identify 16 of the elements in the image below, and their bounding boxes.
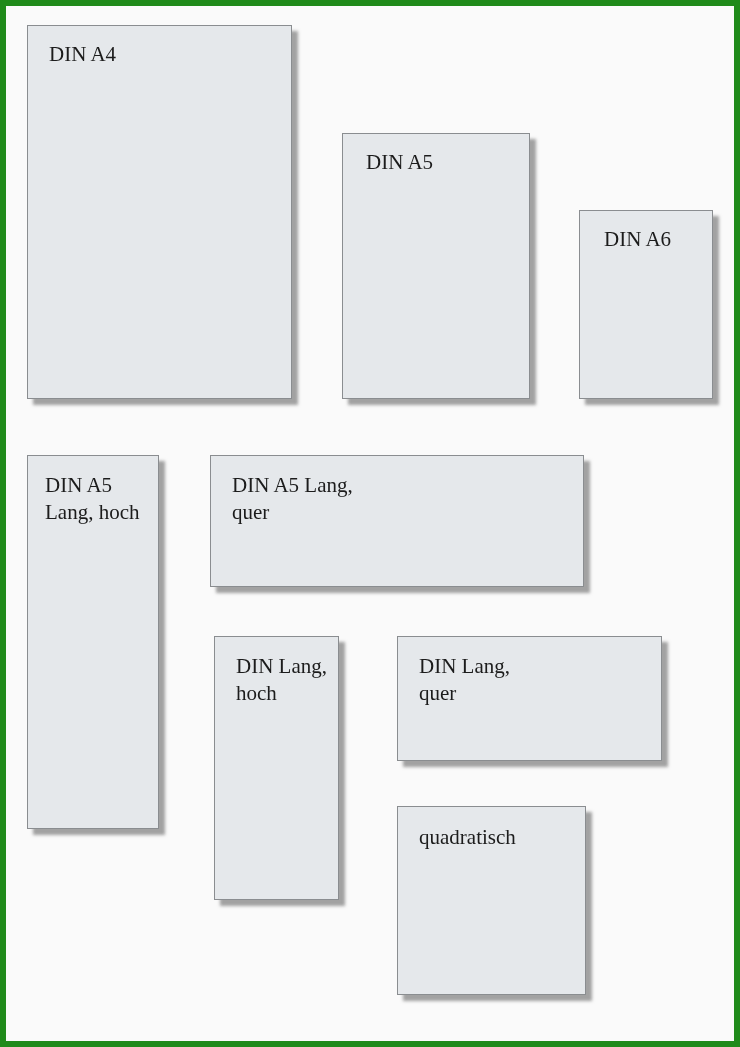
sheet-label: DIN A4 — [49, 41, 117, 68]
paper-sheet — [27, 25, 292, 399]
sheet-label: DIN A5 Lang, hoch — [45, 472, 141, 526]
paper-sheet — [27, 455, 159, 829]
paper-sheet — [579, 210, 713, 399]
paper-sheet — [342, 133, 530, 399]
sheet-label: quadratisch — [419, 824, 516, 851]
sheet-label: DIN A6 — [604, 226, 672, 253]
sheet-label: DIN Lang, quer — [419, 653, 511, 707]
sheet-label: DIN Lang, hoch — [236, 653, 328, 707]
paper-sheet — [210, 455, 584, 587]
sheet-label: DIN A5 — [366, 149, 434, 176]
paper-sheet — [214, 636, 339, 900]
sheet-label: DIN A5 Lang, quer — [232, 472, 354, 526]
paper-sheet — [397, 636, 662, 761]
paper-sheet — [397, 806, 586, 995]
